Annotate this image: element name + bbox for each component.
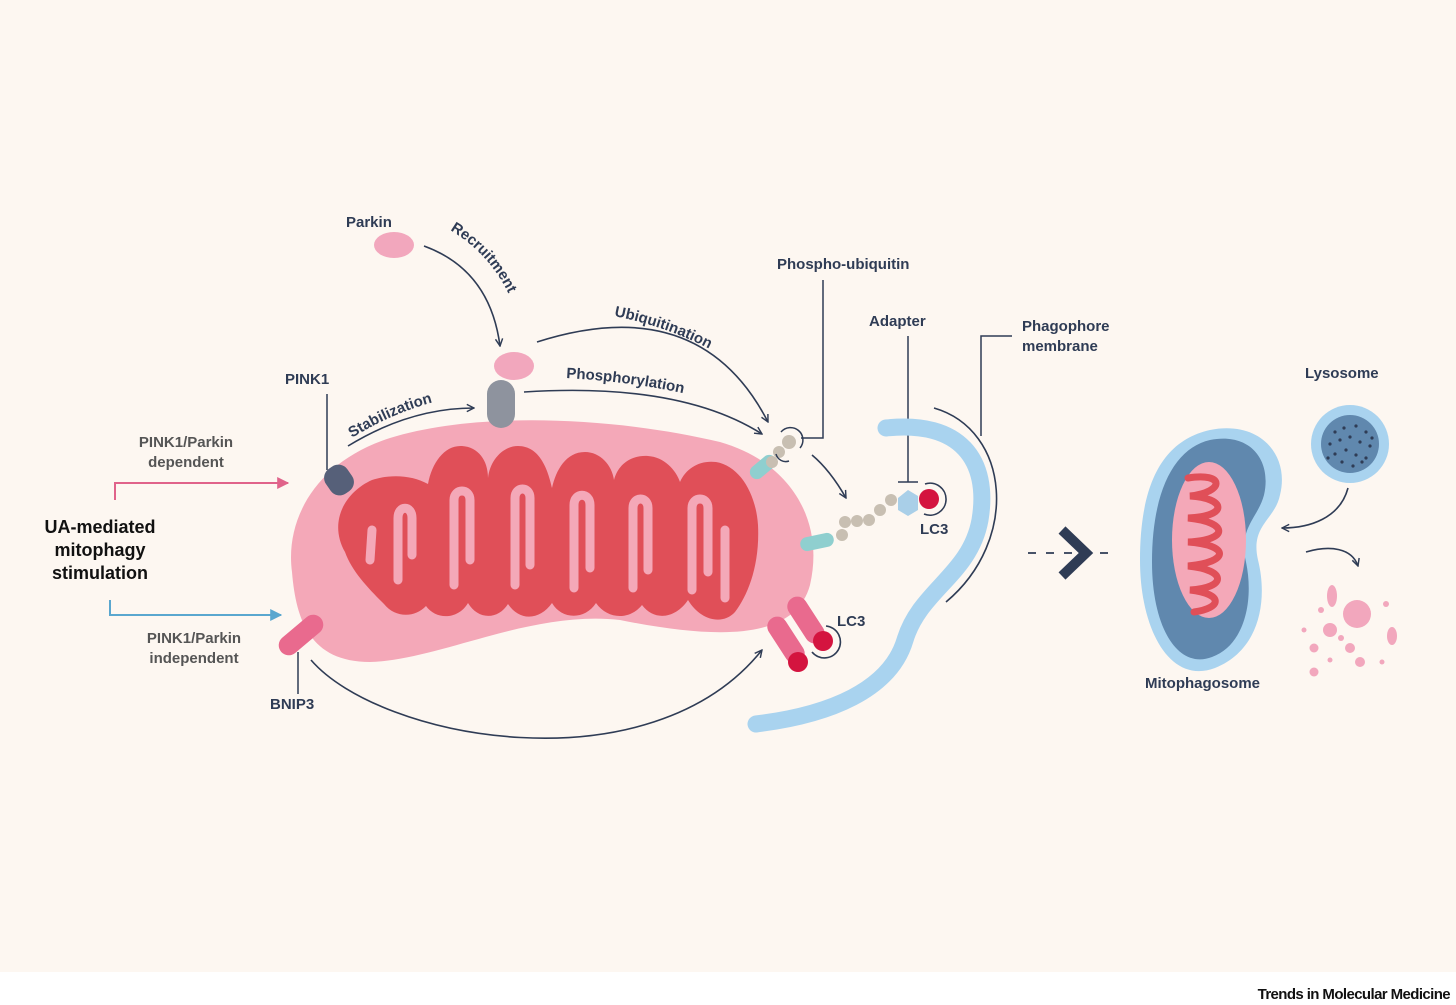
- lysosome-enzymes: [1326, 424, 1374, 468]
- adapter-label: Adapter: [869, 313, 926, 330]
- cristae-folds: [365, 484, 730, 603]
- adapter-protein: [898, 490, 918, 516]
- independent-line2: independent: [149, 650, 239, 667]
- pink1-label: PINK1: [285, 371, 330, 388]
- phospho-ubiquitin-leader: [801, 280, 824, 439]
- recruitment-label: Recruitment: [448, 219, 520, 295]
- transition-chevron-icon: [1058, 526, 1094, 580]
- journal-name: Trends in Molecular Medicine: [1257, 986, 1451, 1003]
- parkin-free: [374, 232, 414, 258]
- mitochondrion-cristae: [338, 445, 759, 620]
- bnip3-protein: [278, 614, 324, 656]
- receptor-teal-2: [800, 532, 834, 552]
- lc3-protein-top: [919, 489, 939, 509]
- lc3-label-bottom: LC3: [837, 613, 866, 630]
- phagophore-outline: [933, 407, 998, 603]
- lysosome-fusion-arrow: [1282, 487, 1349, 528]
- stimulus-line2: mitophagy: [54, 540, 146, 560]
- adapter-leader: [898, 336, 918, 483]
- phagophore-line1: Phagophore: [1022, 318, 1110, 335]
- dependent-line2: dependent: [148, 454, 224, 471]
- recruitment-arrow: [423, 245, 500, 346]
- bnip3-label: BNIP3: [270, 696, 315, 713]
- lysosome-label: Lysosome: [1305, 365, 1379, 382]
- engulfed-cristae: [1184, 473, 1223, 616]
- lc3-label-top: LC3: [920, 521, 949, 538]
- phagophore-label: Phagophore membrane: [1022, 317, 1110, 357]
- dependent-pathway-arrow: [114, 477, 290, 500]
- dependent-line1: PINK1/Parkin: [138, 434, 234, 451]
- ubiquitination-arrow: [536, 326, 768, 422]
- stimulus-title: UA-mediated mitophagy stimulation: [30, 516, 170, 585]
- parkin-label: Parkin: [346, 214, 392, 231]
- dependent-pathway-label: PINK1/Parkin dependent: [124, 433, 248, 473]
- footer: Trends in Molecular Medicine: [0, 972, 1456, 1005]
- mitophagosome-label: Mitophagosome: [1145, 675, 1260, 692]
- independent-pathway-label: PINK1/Parkin independent: [126, 629, 262, 669]
- phagophore-leader: [980, 335, 1012, 436]
- pink1-protein: [324, 464, 354, 496]
- pink1-stabilized: [487, 380, 515, 428]
- independent-pathway-arrow: [109, 600, 283, 621]
- degradation-fragments: [1301, 585, 1397, 677]
- phospho-ubiquitin-label: Phospho-ubiquitin: [777, 256, 910, 273]
- ubiquitin-chain-2: [836, 494, 897, 541]
- lc3-protein-bottom-2: [813, 631, 833, 651]
- parkin-bound: [494, 352, 534, 380]
- phagophore-line2: membrane: [1022, 338, 1098, 355]
- degradation-arrow: [1305, 547, 1358, 566]
- ubiquitin-chain-1: [766, 435, 796, 468]
- phagophore-membrane: [747, 418, 991, 733]
- bnip3-arrow: [310, 650, 762, 739]
- mitophagy-diagram: Recruitment Stabilization Ubiquitination…: [0, 0, 1456, 972]
- independent-line1: PINK1/Parkin: [146, 630, 242, 647]
- stimulus-line3: stimulation: [51, 563, 148, 583]
- stabilization-arrow: [347, 408, 474, 447]
- lc3-protein-bottom-1: [788, 652, 808, 672]
- phosphorylation-arrow: [523, 389, 762, 434]
- stimulus-line1: UA-mediated: [44, 517, 156, 537]
